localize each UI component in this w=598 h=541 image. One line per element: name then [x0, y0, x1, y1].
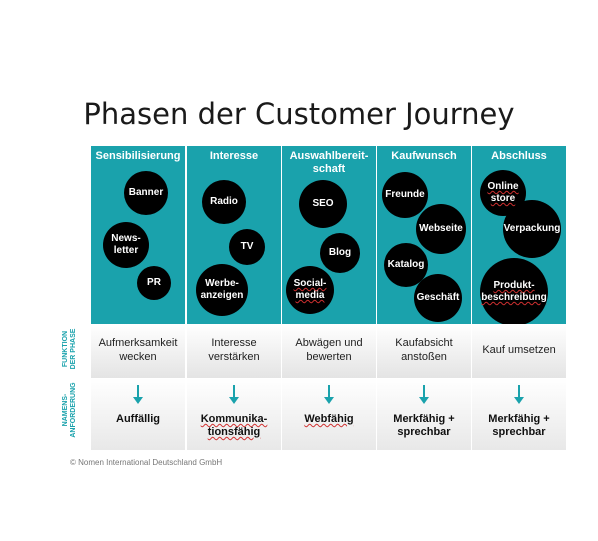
phase-3-requirement: Webfähig	[304, 413, 354, 425]
phase-5-title: Abschluss	[491, 150, 547, 162]
bubble-radio: Radio	[202, 180, 246, 224]
phase-1-function-cell	[91, 324, 185, 378]
bubble-blog: Blog	[320, 233, 360, 273]
phase-5-requirement: Merkfähig + sprechbar	[488, 413, 550, 438]
phase-1-title: Sensibilisierung	[95, 150, 181, 162]
phase-3-function-cell	[282, 324, 376, 378]
phase-1-function: Aufmerksamkeit wecken	[98, 337, 178, 363]
phase-2-requirement: Kommunika- tionsfähig	[200, 413, 268, 438]
phase-5-arrowhead	[514, 397, 524, 404]
phase-4-function-cell	[377, 324, 471, 378]
bubble-produktbeschreibung: Produkt- beschreibung	[480, 258, 548, 326]
phase-1-arrowhead	[133, 397, 143, 404]
phase-1-requirement: Auffällig	[116, 413, 160, 425]
phase-4-title: Kaufwunsch	[391, 150, 457, 162]
bubble-freunde: Freunde	[382, 172, 428, 218]
phase-3-arrow	[328, 385, 330, 399]
bubble-newsletter: News- letter	[103, 222, 149, 268]
copyright-note: © Nomen International Deutschland GmbH	[70, 458, 223, 467]
phase-5-arrow	[518, 385, 520, 399]
phase-5-function: Kauf umsetzen	[482, 344, 556, 356]
bubble-tv: TV	[229, 229, 265, 265]
side-label-function-line1: FUNKTION	[62, 330, 69, 368]
diagram-title: Phasen der Customer Journey	[83, 97, 515, 131]
bubble-seo: SEO	[299, 180, 347, 228]
phase-3-function: Abwägen und bewerten	[295, 337, 363, 363]
phase-2-arrow	[233, 385, 235, 399]
bubble-socialmedia: Social- media	[286, 266, 334, 314]
phase-2-title: Interesse	[209, 150, 259, 162]
phase-2-function: Interesse verstärken	[208, 337, 260, 363]
phase-2-arrowhead	[229, 397, 239, 404]
bubble-pr: PR	[137, 266, 171, 300]
bubble-webseite: Webseite	[416, 204, 466, 254]
phase-4-function: Kaufabsicht anstoßen	[395, 337, 453, 363]
bubble-werbeanzeigen: Werbe- anzeigen	[196, 264, 248, 316]
bubble-banner: Banner	[124, 171, 168, 215]
phase-5-function-cell	[472, 324, 566, 378]
side-label-requirement-line1: NAMENS-	[62, 393, 69, 427]
side-label-function: FUNKTION DER PHASE	[62, 319, 78, 379]
bubble-geschaeft: Geschäft	[414, 274, 462, 322]
side-label-requirement-line2: ANFORDERUNG	[70, 382, 77, 438]
phase-3-title: Auswahlbereit- schaft	[289, 150, 369, 175]
phase-4-arrowhead	[419, 397, 429, 404]
phase-3-arrowhead	[324, 397, 334, 404]
phase-2-function-cell	[187, 324, 281, 378]
side-label-requirement: NAMENS- ANFORDERUNG	[62, 380, 78, 440]
side-label-function-line2: DER PHASE	[70, 328, 77, 370]
phase-1-arrow	[137, 385, 139, 399]
phase-4-arrow	[423, 385, 425, 399]
bubble-verpackung: Verpackung	[503, 200, 561, 258]
phase-4-requirement: Merkfähig + sprechbar	[393, 413, 455, 438]
